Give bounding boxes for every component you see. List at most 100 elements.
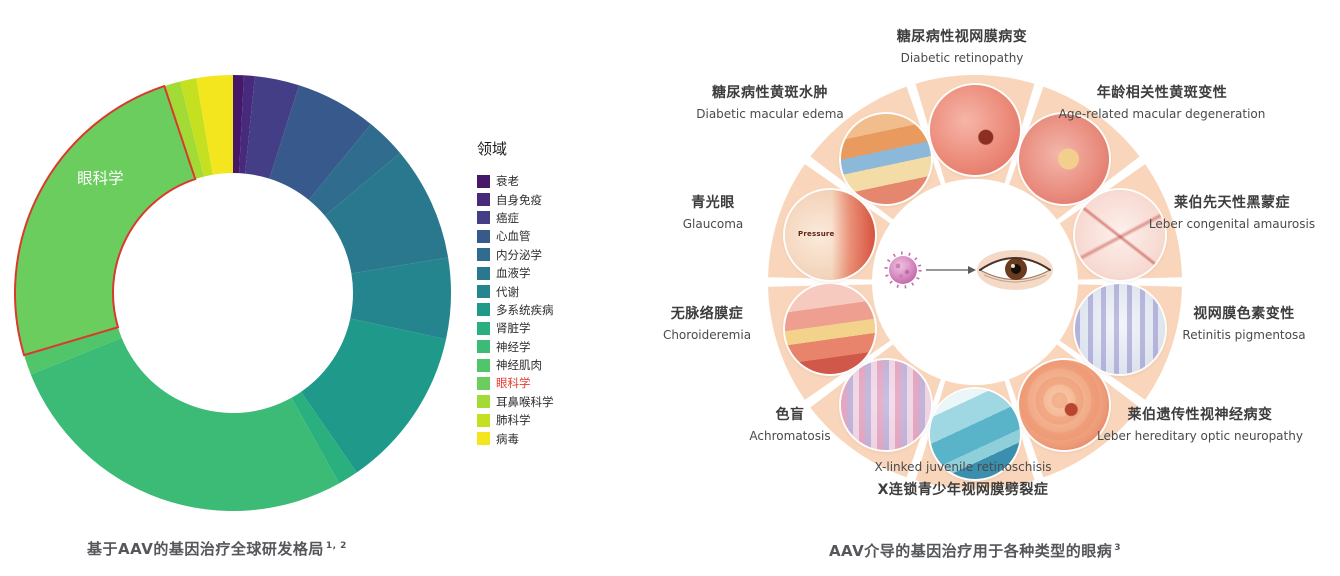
legend-item-血液学: 血液学 [477, 264, 554, 282]
illustration-leber-congenital-amaurosis [1074, 190, 1165, 281]
disease-name-en: Diabetic retinopathy [900, 51, 1024, 65]
legend-item-眼科学: 眼科学 [477, 374, 554, 392]
legend-label: 病毒 [496, 431, 519, 446]
left-caption-text: 基于AAV的基因治疗全球研发格局 [87, 540, 324, 558]
legend-swatch [477, 413, 490, 427]
legend-item-自身免疫: 自身免疫 [477, 190, 554, 208]
legend-swatch [477, 248, 490, 262]
legend-item-代谢: 代谢 [477, 282, 554, 300]
donut-segment-内分泌学 [308, 124, 401, 216]
illustration-achromatosis [840, 359, 931, 450]
legend-label: 血液学 [496, 266, 531, 281]
legend-item-衰老: 衰老 [477, 172, 554, 190]
legend-label: 自身免疫 [496, 192, 542, 207]
right-caption-text: AAV介导的基因治疗用于各种类型的眼病 [828, 542, 1113, 560]
disease-name-zh: 无脉络膜症 [670, 306, 744, 322]
legend-label: 衰老 [496, 174, 519, 189]
legend-swatch [477, 303, 490, 317]
donut-segment-代谢 [350, 257, 451, 340]
disease-name-en: Age-related macular degeneration [1058, 107, 1266, 121]
disease-name-en: Retinitis pigmentosa [1182, 328, 1306, 342]
donut-segment-神经肌肉 [24, 327, 122, 375]
legend-item-多系统疾病: 多系统疾病 [477, 301, 554, 319]
donut-inner-label: 眼科学 [77, 170, 124, 188]
disease-name-zh: 视网膜色素变性 [1193, 306, 1295, 322]
legend-item-癌症: 癌症 [477, 209, 554, 227]
disease-name-en: Leber hereditary optic neuropathy [1097, 429, 1303, 443]
legend-item-内分泌学: 内分泌学 [477, 246, 554, 264]
legend-label: 眼科学 [496, 376, 531, 391]
legend-item-肾脏学: 肾脏学 [477, 319, 554, 337]
donut-segment-癌症 [245, 76, 300, 179]
legend-label: 神经肌肉 [496, 358, 542, 373]
disease-label-choroideremia: 无脉络膜症 Choroideremia [663, 303, 751, 342]
disease-name-zh: 糖尿病性视网膜病变 [896, 29, 1028, 45]
disease-label-leber-hereditary-optic-neuropathy: 莱伯遗传性视神经病变 Leber hereditary optic neurop… [1097, 404, 1303, 443]
disease-label-x-linked-juvenile-retinoschisis: X-linked juvenile retinoschisis X连锁青少年视网… [874, 460, 1051, 504]
donut-segment-多系统疾病 [301, 318, 447, 473]
illustration-leber-hereditary-optic-neuropathy [1019, 359, 1110, 450]
eye-icon [977, 250, 1053, 290]
illustration-diabetic-macular-edema [840, 114, 931, 205]
legend-swatch [477, 432, 490, 446]
legend-item-肺科学: 肺科学 [477, 411, 554, 429]
disease-name-zh: 年龄相关性黄斑变性 [1096, 85, 1228, 101]
donut-segment-心血管 [269, 85, 371, 201]
legend-item-耳鼻喉科学: 耳鼻喉科学 [477, 393, 554, 411]
donut-segment-肺科学 [180, 78, 213, 177]
left-caption-refs: 1, 2 [325, 541, 347, 551]
legend-label: 神经学 [496, 339, 531, 354]
disease-label-diabetic-macular-edema: 糖尿病性黄斑水肿 Diabetic macular edema [696, 82, 844, 121]
illustration-diabetic-retinopathy [930, 85, 1020, 175]
arrow-right-icon [926, 266, 976, 274]
legend-item-病毒: 病毒 [477, 429, 554, 447]
legend-swatch [477, 211, 490, 225]
legend-label: 内分泌学 [496, 247, 542, 262]
donut-segment-病毒 [196, 75, 233, 175]
disease-name-zh: 莱伯先天性黑蒙症 [1174, 195, 1290, 211]
disease-label-diabetic-retinopathy: 糖尿病性视网膜病变 Diabetic retinopathy [897, 26, 1028, 65]
legend-item-神经学: 神经学 [477, 338, 554, 356]
legend-swatch [477, 266, 490, 280]
disease-name-en: X-linked juvenile retinoschisis [874, 460, 1052, 474]
legend-swatch [477, 358, 490, 372]
legend-swatch [477, 285, 490, 299]
legend-swatch [477, 321, 490, 335]
legend-swatch [477, 340, 490, 354]
legend-label: 肾脏学 [496, 321, 531, 336]
legend-label: 代谢 [496, 284, 519, 299]
right-caption-refs: 3 [1114, 543, 1122, 553]
disease-label-glaucoma: 青光眼 Glaucoma [683, 192, 744, 231]
illustration-age-related-macular-degeneration [1019, 114, 1110, 205]
disease-label-leber-congenital-amaurosis: 莱伯先天性黑蒙症 Leber congenital amaurosis [1149, 192, 1315, 231]
legend: 领域 衰老自身免疫癌症心血管内分泌学血液学代谢多系统疾病肾脏学神经学神经肌肉眼科… [477, 138, 554, 448]
illustration-x-linked-juvenile-retinoschisis [930, 389, 1020, 479]
legend-label: 心血管 [496, 229, 531, 244]
disease-name-zh: 青光眼 [691, 195, 735, 211]
disease-name-en: Diabetic macular edema [696, 107, 844, 121]
illustration-retinitis-pigmentosa [1074, 283, 1165, 374]
donut-segment-衰老 [233, 75, 244, 174]
legend-label: 肺科学 [496, 413, 531, 428]
donut-segment-血液学 [324, 152, 449, 274]
donut-segment-眼科学 [14, 84, 197, 357]
disease-label-retinitis-pigmentosa: 视网膜色素变性 Retinitis pigmentosa [1182, 303, 1305, 342]
center-art [884, 250, 1053, 290]
disease-name-en: Choroideremia [662, 328, 752, 342]
disease-name-en: Achromatosis [749, 429, 831, 443]
disease-name-zh: 色盲 [775, 407, 805, 423]
legend-title: 领域 [477, 140, 508, 158]
aav-virus-icon [884, 251, 922, 289]
legend-item-心血管: 心血管 [477, 227, 554, 245]
disease-name-en: Glaucoma [682, 217, 744, 231]
donut-segment-肾脏学 [291, 391, 357, 484]
disease-name-zh: 莱伯遗传性视神经病变 [1127, 407, 1273, 423]
legend-swatch [477, 193, 490, 207]
legend-swatch [477, 376, 490, 390]
legend-label: 多系统疾病 [496, 302, 554, 317]
legend-label: 耳鼻喉科学 [496, 394, 554, 409]
disease-name-en: Leber congenital amaurosis [1148, 217, 1316, 231]
